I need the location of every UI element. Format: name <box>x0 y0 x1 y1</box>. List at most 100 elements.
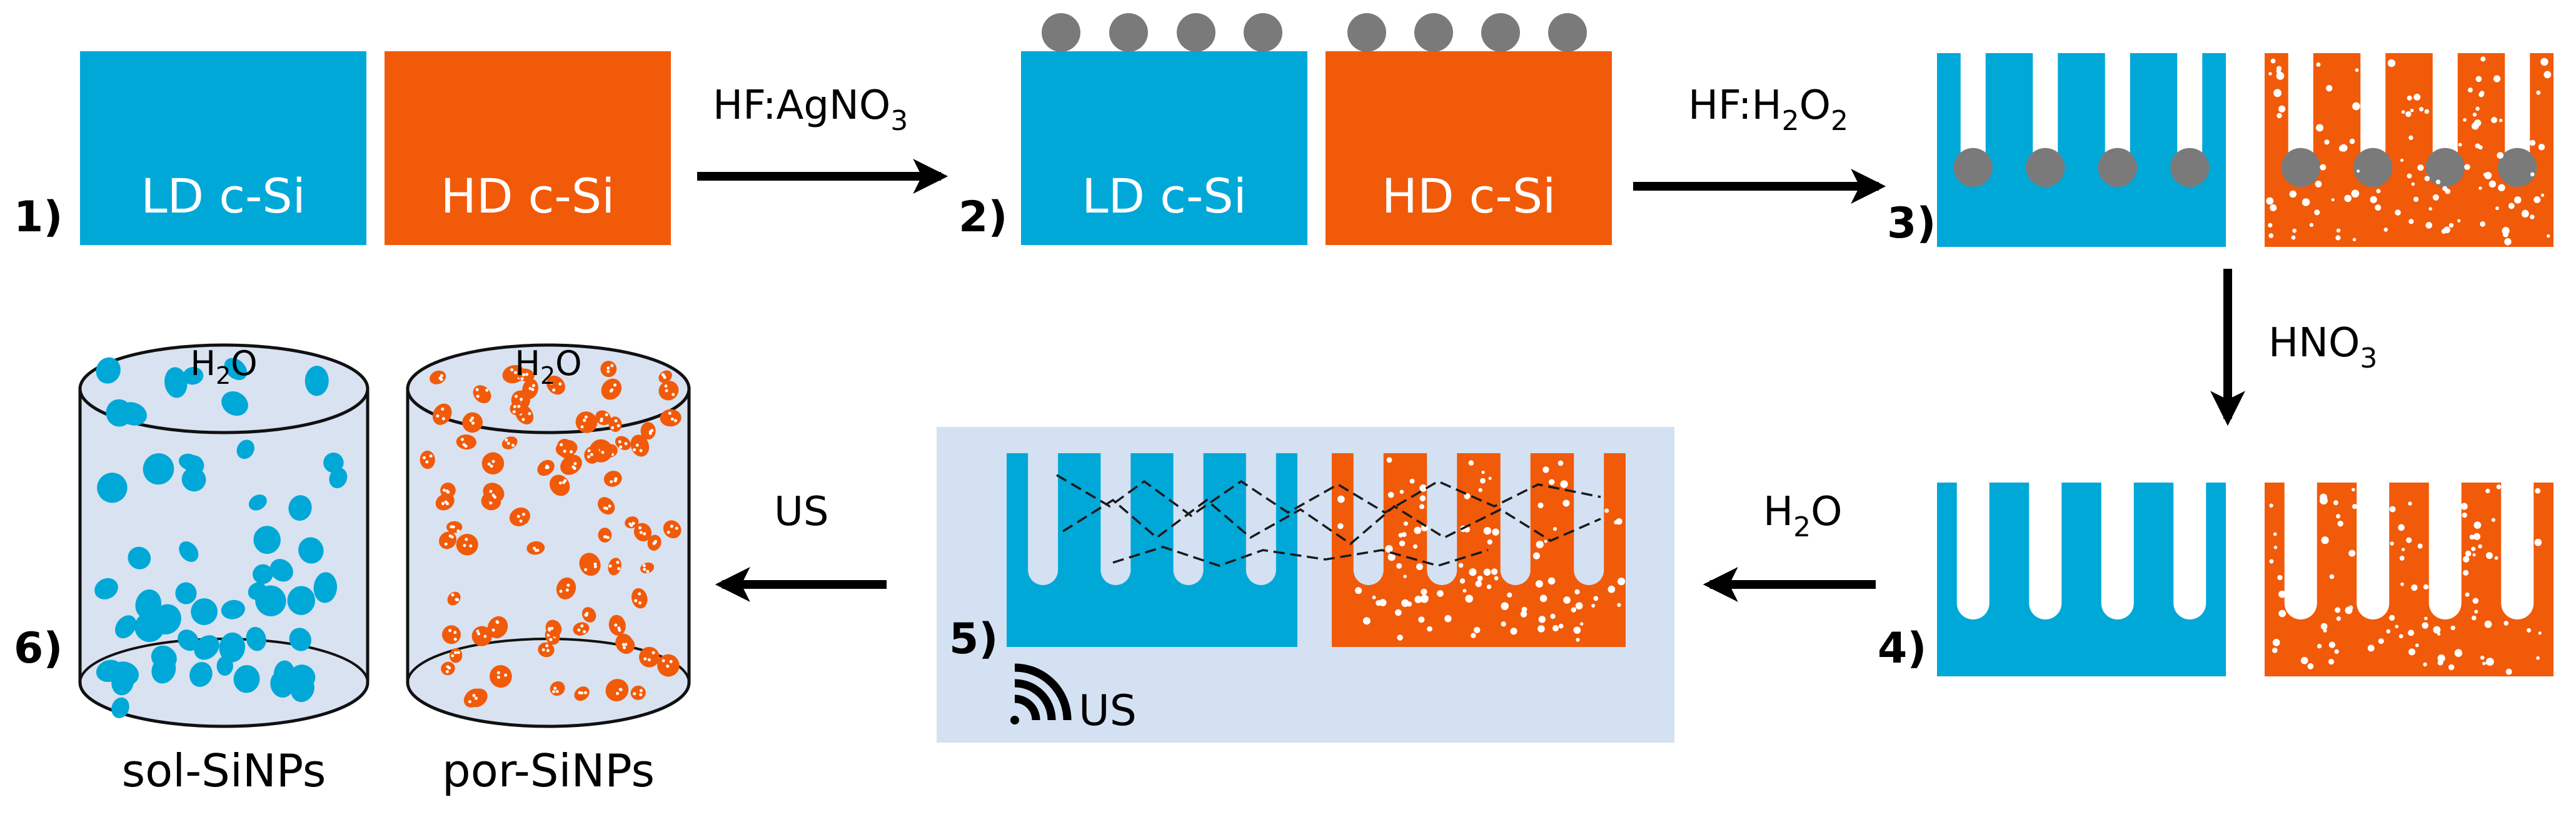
nanoparticle-pore <box>639 531 643 534</box>
pore-dot <box>2268 223 2273 228</box>
pore-dot <box>2320 493 2328 501</box>
pore-dot <box>2378 638 2384 644</box>
pore-dot <box>1552 527 1557 531</box>
etched-groove <box>2177 53 2203 180</box>
nanoparticle <box>189 662 213 687</box>
pore-dot <box>1501 602 1509 610</box>
nanoparticle-pore <box>465 538 468 541</box>
pore-dot <box>1469 568 1477 576</box>
nanoparticle-pore <box>525 373 529 376</box>
nanoparticle-pore <box>562 481 566 484</box>
pore-dot <box>1397 634 1403 641</box>
pore-dot <box>2474 609 2478 614</box>
pore-dot <box>1386 457 1392 463</box>
nanoparticle <box>660 409 682 427</box>
nanoparticle-pore <box>573 466 576 470</box>
nanoparticle-pore <box>670 417 674 421</box>
pore-dot <box>2315 181 2322 188</box>
pore-dot <box>2480 221 2486 227</box>
nanoparticle-pore <box>609 389 613 393</box>
pore-dot <box>2530 214 2535 219</box>
pore-dot <box>1604 508 1609 513</box>
nanoparticle-pore <box>471 421 475 425</box>
pore-dot <box>2316 62 2321 67</box>
pore-dot <box>2435 179 2441 184</box>
nanoparticle <box>151 656 176 684</box>
fracture-line <box>1056 474 1601 518</box>
etched-groove <box>2357 483 2390 620</box>
pore-dot <box>2499 118 2503 123</box>
pore-dot <box>2472 615 2477 621</box>
nanoparticle-pore <box>440 378 443 381</box>
nanoparticle-pore <box>584 415 588 419</box>
pore-dot <box>2407 173 2412 179</box>
nanoparticle-pore <box>593 562 597 566</box>
nanoparticle-pore <box>614 419 618 423</box>
etched-hd-wafer-step4 <box>2265 483 2553 676</box>
nanoparticle-pore <box>566 583 570 587</box>
nanoparticle-pore <box>445 670 449 674</box>
etched-groove <box>2288 53 2313 180</box>
nanoparticle-pore <box>476 629 480 633</box>
nanoparticle <box>304 366 329 396</box>
pore-dot <box>1475 580 1482 588</box>
nanoparticle <box>630 434 650 457</box>
pore-dot <box>2468 88 2473 93</box>
nanoparticle <box>487 616 508 639</box>
pore-dot <box>1542 466 1549 473</box>
pore-dot <box>2307 663 2314 669</box>
pore-dot <box>1403 574 1407 578</box>
pore-dot <box>2333 500 2338 506</box>
pore-dot <box>2329 574 2335 579</box>
etched-groove <box>1245 453 1276 585</box>
nanoparticle-pore <box>462 443 466 446</box>
nanoparticle <box>481 452 505 475</box>
nanoparticle-pore <box>453 631 457 634</box>
nanoparticle-pore <box>616 691 620 695</box>
nanoparticle-pore <box>545 644 549 648</box>
nanoparticle <box>219 632 246 663</box>
pore-dot <box>2413 93 2421 101</box>
pore-dot <box>2534 538 2542 546</box>
pore-dot <box>2331 198 2335 202</box>
nanoparticle-pore <box>456 598 460 602</box>
ultrasound-wave-icon <box>1010 663 1072 724</box>
nanoparticle <box>269 559 293 582</box>
etched-groove <box>2173 483 2206 620</box>
nanoparticle <box>253 564 273 584</box>
pore-dot <box>2367 644 2375 652</box>
pore-dot <box>1422 595 1429 602</box>
pore-dot <box>2411 584 2418 591</box>
hd-label-step2: HD c-Si <box>1382 168 1556 224</box>
pore-dot <box>2535 488 2541 494</box>
pore-dot <box>1537 625 1545 633</box>
pore-dot <box>2410 108 2414 113</box>
nanoparticle-pore <box>456 529 460 533</box>
pore-dot <box>2387 59 2396 68</box>
nanoparticle <box>625 516 639 529</box>
pore-dot <box>2291 235 2296 240</box>
nanoparticle-pore <box>552 388 556 392</box>
pore-dot <box>2370 196 2377 204</box>
pore-dot <box>1558 623 1564 629</box>
pore-dot <box>1337 495 1345 503</box>
pore-dot <box>1399 540 1406 547</box>
nanoparticle-pore <box>617 567 621 571</box>
nanoparticle <box>633 523 652 542</box>
nanoparticle <box>152 604 181 635</box>
etched-groove <box>2029 483 2062 620</box>
pore-dot <box>1510 628 1517 635</box>
nanoparticle <box>605 679 629 701</box>
nanoparticle-pore <box>522 373 526 377</box>
pore-dots <box>1337 457 1626 642</box>
nanoparticle-pore <box>558 481 562 485</box>
nanoparticle-pore <box>606 366 610 370</box>
nanoparticle <box>258 526 279 553</box>
nanoparticle-pore <box>469 419 473 423</box>
vial-sol-caption: sol-SiNPs <box>122 744 326 797</box>
silver-nanoparticle-icon <box>1481 13 1520 52</box>
pore-dot <box>2495 206 2499 211</box>
pore-dot <box>1547 577 1556 585</box>
pore-dot <box>2277 113 2282 119</box>
step-3: 3) <box>1887 53 2553 248</box>
